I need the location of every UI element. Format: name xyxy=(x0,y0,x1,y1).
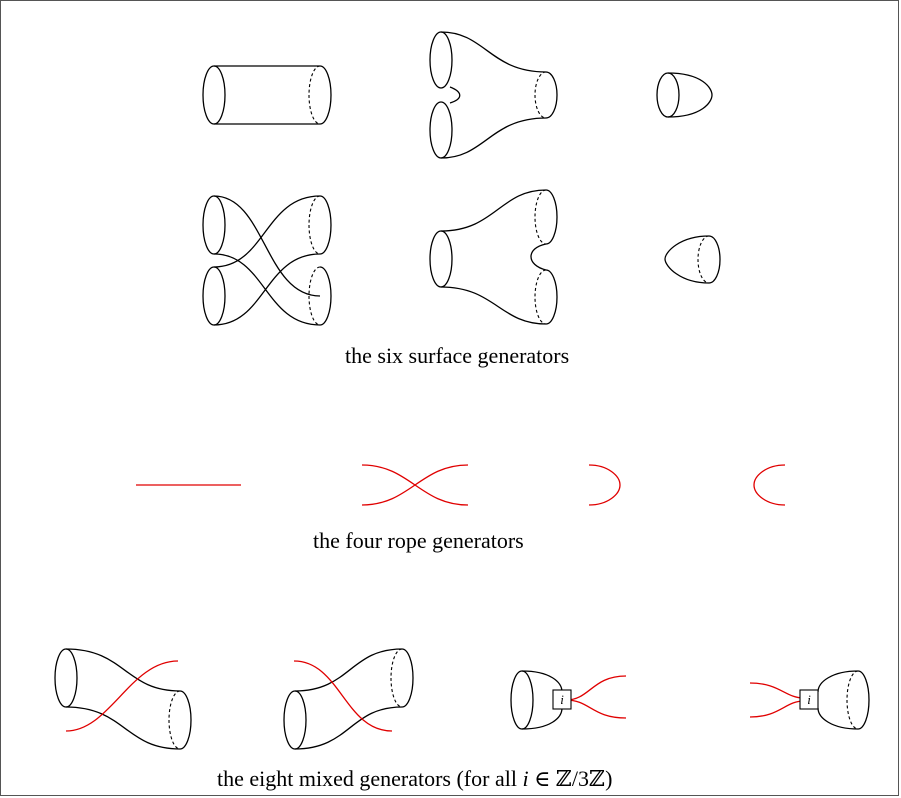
crossing-generator xyxy=(202,195,332,326)
caption-mixed-suffix: ) xyxy=(605,766,613,791)
rope-cup-generator xyxy=(753,464,786,506)
caption-mixed-generators: the eight mixed generators (for all i ∈ … xyxy=(217,766,612,792)
caption-mixed-var: i xyxy=(522,766,529,791)
mixed-cup-with-ropes-generator: i xyxy=(749,670,870,730)
caption-mixed-quotient: ℤ/3ℤ xyxy=(555,766,606,791)
box-label: i xyxy=(560,692,564,707)
mixed-cap-with-ropes-generator: i xyxy=(510,670,627,730)
caption-mixed-prefix: the eight mixed generators (for all xyxy=(217,766,523,791)
cup-generator xyxy=(664,235,721,284)
pair-of-pants-split-generator xyxy=(429,189,558,325)
rope-cap-generator xyxy=(588,464,621,506)
cylinder-generator xyxy=(202,65,332,125)
mixed-rope-over-surface-generator xyxy=(283,648,414,750)
cap-generator xyxy=(656,72,713,118)
pair-of-pants-merge-generator xyxy=(429,31,558,159)
mixed-surface-over-rope-generator xyxy=(54,648,192,750)
caption-rope-generators: the four rope generators xyxy=(313,528,524,553)
box-label: i xyxy=(807,692,811,707)
label-box xyxy=(552,689,572,710)
caption-mixed-mid: ∈ xyxy=(528,766,556,791)
caption-surface-generators: the six surface generators xyxy=(345,343,570,368)
label-box xyxy=(799,689,819,710)
rope-crossing-generator xyxy=(361,464,469,506)
